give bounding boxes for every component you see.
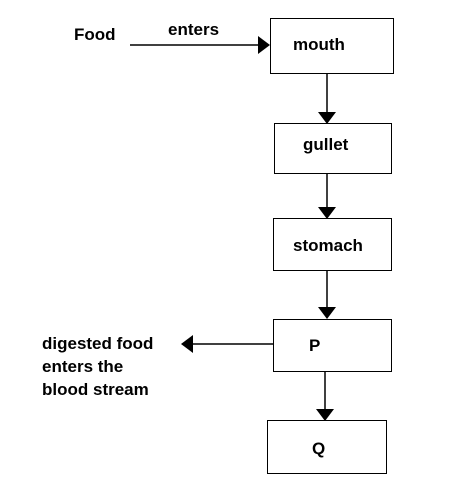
q-label: Q: [312, 439, 326, 458]
mouth-box: [270, 18, 394, 74]
food-label: Food: [74, 25, 116, 44]
bloodstream-label-line3: blood stream: [42, 379, 149, 399]
mouth-to-gullet-arrowhead: [318, 112, 336, 124]
p-box: [273, 319, 392, 372]
stomach-box: [273, 218, 392, 271]
p-label: P: [309, 336, 321, 355]
enters-label: enters: [168, 20, 220, 39]
gullet-box: [274, 123, 392, 174]
stomach-label: stomach: [293, 236, 363, 255]
stomach-to-p-arrowhead: [318, 307, 336, 319]
mouth-label: mouth: [293, 35, 345, 54]
bloodstream-label-line1: digested food: [42, 334, 154, 353]
gullet-to-stomach-arrowhead: [318, 207, 336, 219]
bloodstream-label: digested food enters the blood stream: [42, 333, 153, 402]
p-to-bloodstream-arrowhead: [181, 335, 193, 353]
food-entry-arrowhead: [258, 36, 270, 54]
q-box: [267, 420, 387, 474]
bloodstream-label-line2: enters the: [42, 356, 124, 376]
p-to-q-arrowhead: [316, 409, 334, 421]
gullet-label: gullet: [303, 135, 349, 154]
